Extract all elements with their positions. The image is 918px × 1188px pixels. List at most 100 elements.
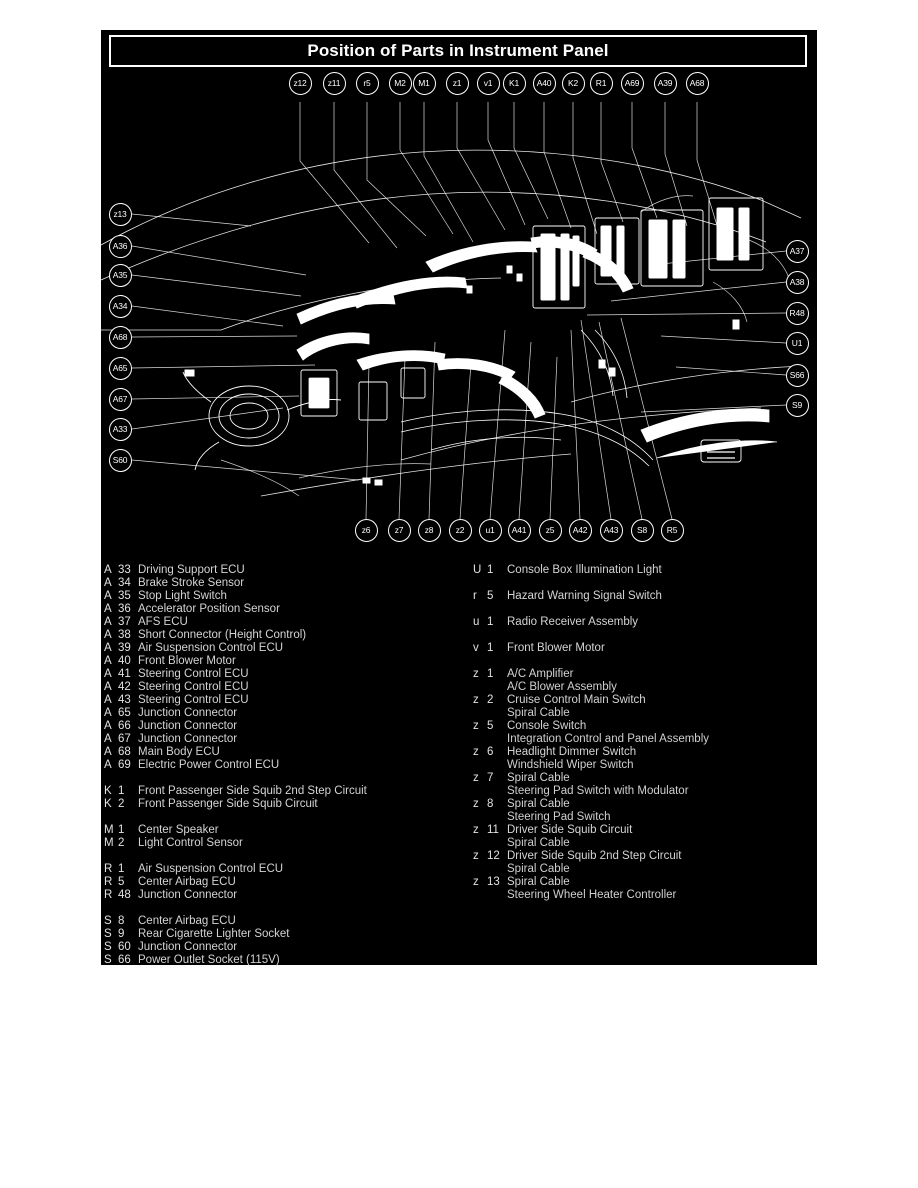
- legend-entry-letter: A: [104, 733, 112, 745]
- node-a35[interactable]: A35: [108, 263, 132, 287]
- node-a42[interactable]: A42: [568, 518, 592, 542]
- node-v1[interactable]: v1: [476, 71, 500, 95]
- node-r5[interactable]: R5: [660, 518, 684, 542]
- node-z11[interactable]: z11: [322, 71, 346, 95]
- node-z12[interactable]: z12: [288, 71, 312, 95]
- node-z6[interactable]: z6: [354, 518, 378, 542]
- node-m2[interactable]: M2: [388, 71, 412, 95]
- node-r48[interactable]: R48: [785, 301, 809, 325]
- node-s9[interactable]: S9: [785, 393, 809, 417]
- legend-entry-name: Steering Control ECU: [138, 668, 249, 680]
- node-z7[interactable]: z7: [387, 518, 411, 542]
- legend-entry-number: 34: [118, 577, 131, 589]
- legend-entry-number: 48: [118, 889, 131, 901]
- legend-entry-number: 65: [118, 707, 131, 719]
- node-s8[interactable]: S8: [630, 518, 654, 542]
- legend-entry-name: Front Passenger Side Squib Circuit: [138, 798, 318, 810]
- legend-entry-letter: A: [104, 759, 112, 771]
- legend-entry-number: 2: [118, 837, 125, 849]
- node-z5[interactable]: z5: [538, 518, 562, 542]
- legend-entry-number: 5: [487, 720, 494, 732]
- node-a36[interactable]: A36: [108, 234, 132, 258]
- legend-entry-name: Driver Side Squib Circuit: [507, 824, 633, 836]
- legend-spacer: [104, 811, 454, 824]
- legend-entry-number: 5: [487, 590, 494, 602]
- node-a34[interactable]: A34: [108, 294, 132, 318]
- legend-entry-letter: z: [473, 668, 479, 680]
- legend-entry-name: Driver Side Squib 2nd Step Circuit: [507, 850, 682, 862]
- legend-entry-number: 66: [118, 720, 131, 732]
- legend-entry-name: Front Blower Motor: [138, 655, 236, 667]
- legend-entry-name: Junction Connector: [138, 941, 238, 953]
- legend-entry-number: 39: [118, 642, 131, 654]
- node-k1[interactable]: K1: [502, 71, 526, 95]
- legend-entry-letter: S: [104, 928, 112, 940]
- node-z2[interactable]: z2: [448, 518, 472, 542]
- node-u1[interactable]: u1: [478, 518, 502, 542]
- node-a40[interactable]: A40: [532, 71, 556, 95]
- node-a67[interactable]: A67: [108, 387, 132, 411]
- legend-entry-letter: A: [104, 616, 112, 628]
- node-a65[interactable]: A65: [108, 356, 132, 380]
- legend-entry-letter: z: [473, 694, 479, 706]
- legend-entry-name: Brake Stroke Sensor: [138, 577, 245, 589]
- node-a37[interactable]: A37: [785, 239, 809, 263]
- node-s66[interactable]: S66: [785, 363, 809, 387]
- node-a39[interactable]: A39: [653, 71, 677, 95]
- node-z8[interactable]: z8: [417, 518, 441, 542]
- legend-entry-subname: Steering Pad Switch: [507, 811, 611, 823]
- legend-entry-letter: S: [104, 954, 112, 966]
- legend-entry-letter: A: [104, 577, 112, 589]
- legend-entry-number: 43: [118, 694, 131, 706]
- node-k2[interactable]: K2: [561, 71, 585, 95]
- legend-entry-name: Junction Connector: [138, 733, 238, 745]
- node-a68[interactable]: A68: [685, 71, 709, 95]
- node-z1[interactable]: z1: [445, 71, 469, 95]
- legend-entry-letter: z: [473, 720, 479, 732]
- node-r5[interactable]: r5: [355, 71, 379, 95]
- legend-entry-number: 35: [118, 590, 131, 602]
- node-a69[interactable]: A69: [620, 71, 644, 95]
- node-s60[interactable]: S60: [108, 448, 132, 472]
- node-m1[interactable]: M1: [412, 71, 436, 95]
- node-a33[interactable]: A33: [108, 417, 132, 441]
- node-z13[interactable]: z13: [108, 202, 132, 226]
- legend-entry-number: 40: [118, 655, 131, 667]
- legend-entry-letter: A: [104, 694, 112, 706]
- legend-entry-number: 12: [487, 850, 500, 862]
- misc-wires: [220, 195, 790, 497]
- legend-entry-letter: z: [473, 876, 479, 888]
- legend-entry-letter: z: [473, 746, 479, 758]
- node-a68[interactable]: A68: [108, 325, 132, 349]
- node-a38[interactable]: A38: [785, 270, 809, 294]
- legend-spacer: [473, 603, 713, 616]
- node-a43[interactable]: A43: [599, 518, 623, 542]
- legend-entry-name: Air Suspension Control ECU: [138, 863, 284, 875]
- node-u1[interactable]: U1: [785, 331, 809, 355]
- node-a41[interactable]: A41: [507, 518, 531, 542]
- node-r1[interactable]: R1: [589, 71, 613, 95]
- legend-entry-name: Radio Receiver Assembly: [507, 616, 639, 628]
